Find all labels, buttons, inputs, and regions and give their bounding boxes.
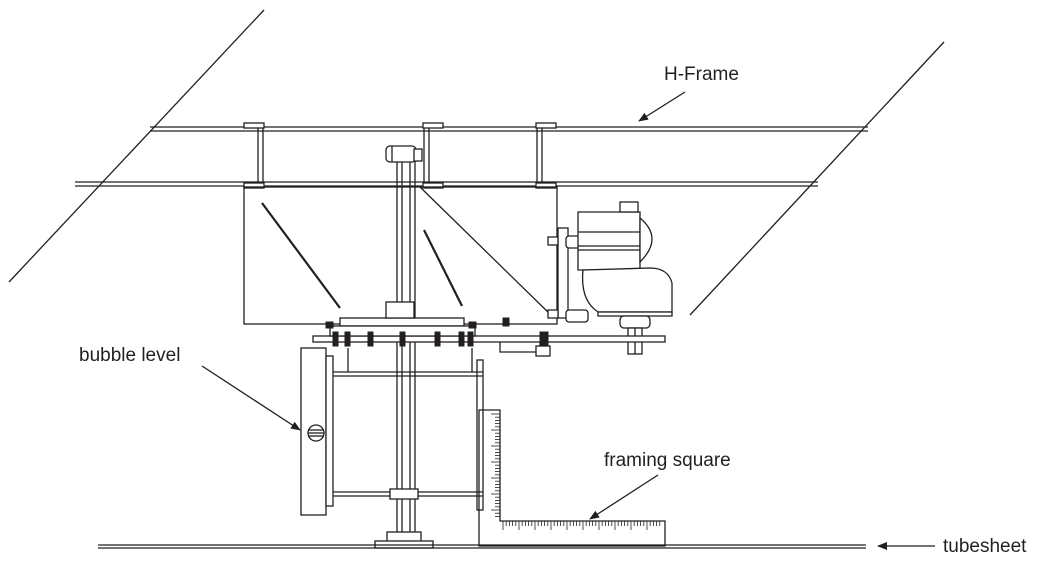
center-post: [385, 145, 423, 545]
framing-square-tool: [478, 409, 666, 547]
h-frame-arrow: [638, 91, 686, 122]
bubble-level-fixture: [300, 347, 484, 549]
framing-square-ticks: [491, 413, 661, 530]
leader-arrows: [201, 91, 935, 550]
framing-square-label: framing square: [604, 450, 731, 471]
tubesheet-surface: [98, 544, 866, 549]
h-frame-label: H-Frame: [664, 64, 739, 85]
framing-square-arrow: [589, 474, 659, 520]
mounting-box: [243, 186, 558, 325]
plate-bolts: [325, 317, 549, 347]
base-plate: [312, 301, 666, 357]
motor-unit: [547, 201, 673, 355]
bubble-level-label: bubble level: [79, 345, 180, 366]
h-frame-beam: [75, 122, 868, 189]
tubesheet-label: tubesheet: [943, 536, 1027, 557]
bubble-level-arrow: [201, 365, 301, 431]
h-frame-legs: [8, 9, 945, 316]
